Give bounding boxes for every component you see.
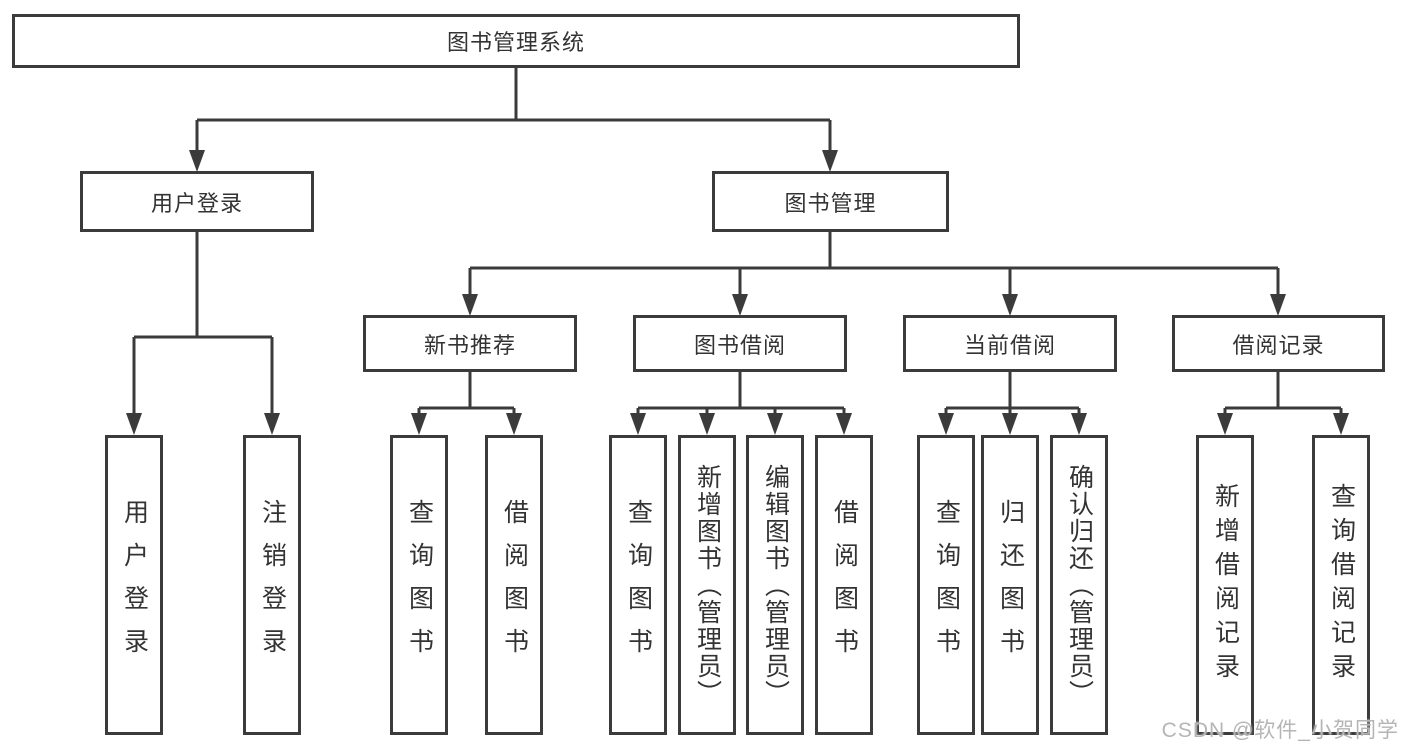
node-current-borrow: 当前借阅 xyxy=(903,315,1117,372)
node-new-book-recommend-label: 新书推荐 xyxy=(423,332,516,358)
node-new-book-recommend: 新书推荐 xyxy=(363,315,577,372)
node-root: 图书管理系统 xyxy=(12,14,1020,68)
node-login-label: 用户登录 xyxy=(120,499,149,671)
node-book-mgmt: 图书管理 xyxy=(712,171,949,232)
node-current-borrow-label: 当前借阅 xyxy=(963,332,1056,358)
csdn-watermark: CSDN @软件_小贺同学 xyxy=(1161,719,1399,742)
node-book-mgmt-label: 图书管理 xyxy=(784,190,877,216)
node-bb-borrow-books: 借阅图书 xyxy=(815,435,873,735)
node-bb-query-books: 查询图书 xyxy=(609,435,667,735)
node-cb-return-books-label: 归还图书 xyxy=(996,499,1025,671)
node-book-borrow: 图书借阅 xyxy=(633,315,847,372)
node-nbr-query-books-label: 查询图书 xyxy=(405,499,434,671)
node-cb-return-books: 归还图书 xyxy=(981,435,1039,735)
node-bb-add-book-admin: 新增图书（管理员） xyxy=(678,435,736,735)
node-book-borrow-label: 图书借阅 xyxy=(693,332,786,358)
node-user-login-label: 用户登录 xyxy=(150,190,243,216)
node-br-add-record-label: 新增借阅记录 xyxy=(1211,483,1240,687)
node-br-add-record: 新增借阅记录 xyxy=(1196,435,1254,735)
node-cb-confirm-return-admin-label: 确认归还（管理员） xyxy=(1065,463,1094,707)
node-bb-edit-book-admin: 编辑图书（管理员） xyxy=(746,435,804,735)
node-bb-borrow-books-label: 借阅图书 xyxy=(830,499,859,671)
node-borrow-record: 借阅记录 xyxy=(1172,315,1385,372)
node-logout-label: 注销登录 xyxy=(258,499,287,671)
node-bb-add-book-admin-label: 新增图书（管理员） xyxy=(693,463,722,707)
node-nbr-query-books: 查询图书 xyxy=(390,435,448,735)
arrowheads xyxy=(126,150,1349,435)
node-logout: 注销登录 xyxy=(243,435,301,735)
node-borrow-record-label: 借阅记录 xyxy=(1232,332,1325,358)
node-cb-query-books: 查询图书 xyxy=(917,435,975,735)
node-br-query-record-label: 查询借阅记录 xyxy=(1327,483,1356,687)
node-root-label: 图书管理系统 xyxy=(446,30,585,55)
node-user-login: 用户登录 xyxy=(80,171,314,232)
node-nbr-borrow-books-label: 借阅图书 xyxy=(500,499,529,671)
node-cb-confirm-return-admin: 确认归还（管理员） xyxy=(1050,435,1108,735)
node-bb-edit-book-admin-label: 编辑图书（管理员） xyxy=(761,463,790,707)
node-nbr-borrow-books: 借阅图书 xyxy=(485,435,543,735)
node-br-query-record: 查询借阅记录 xyxy=(1312,435,1370,735)
node-login: 用户登录 xyxy=(105,435,163,735)
node-cb-query-books-label: 查询图书 xyxy=(932,499,961,671)
node-bb-query-books-label: 查询图书 xyxy=(624,499,653,671)
